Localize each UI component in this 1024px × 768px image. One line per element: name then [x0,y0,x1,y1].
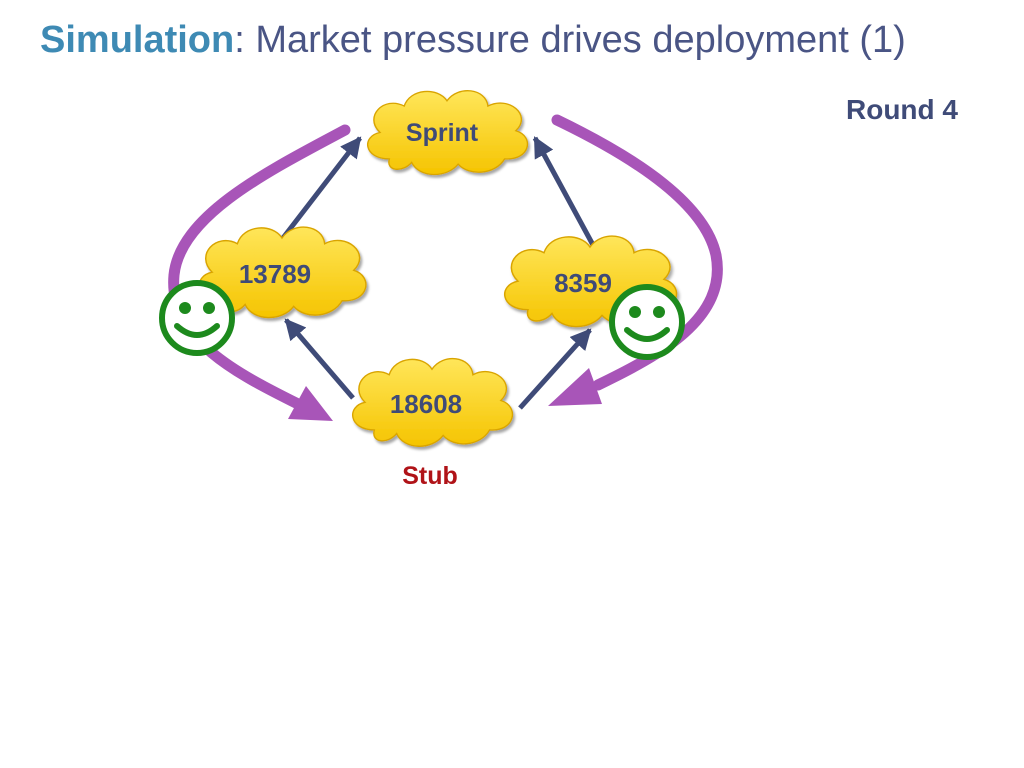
happy-face-icon [159,280,235,356]
edge-right-to-sprint [532,136,596,247]
edge-stub-to-left [284,318,355,400]
edge-left-to-sprint [281,136,362,240]
cloud-sprint [367,90,529,176]
node-label-8359: 8359 [554,268,612,298]
slide-title: Simulation: Market pressure drives deplo… [40,14,906,66]
edge-stub-to-right [518,328,592,410]
happy-face-icon [609,284,685,360]
round-counter: Round 4 [846,94,958,125]
title-lead: Simulation [40,19,235,61]
stub-caption: Stub [402,462,458,490]
node-label-13789: 13789 [238,259,312,289]
cloud-18608 [352,357,514,447]
pressure-arrow-left [168,124,351,421]
title-rest: : Market pressure drives deployment (1) [234,19,906,61]
node-label-sprint: Sprint [405,119,479,147]
cloud-13789 [198,226,367,319]
node-label-18608: 18608 [389,389,463,419]
